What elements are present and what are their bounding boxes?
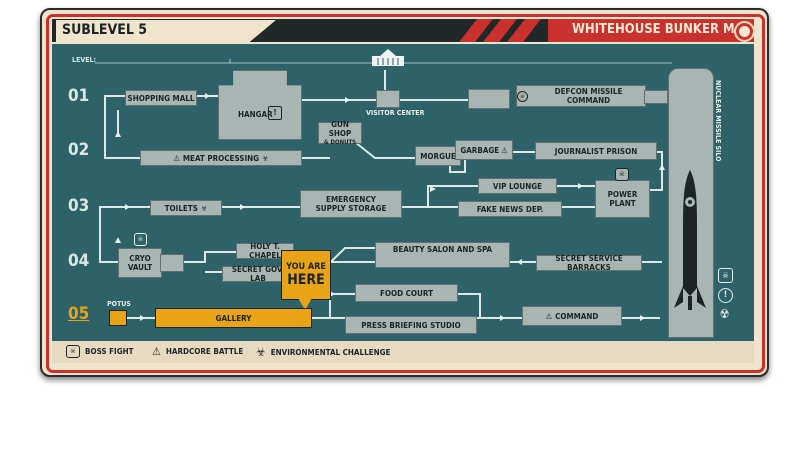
you-are-here-line2: HERE <box>287 272 325 288</box>
nuclear-missile-icon <box>674 170 706 310</box>
potus-label: POTUS <box>107 300 131 308</box>
visitor-center-box[interactable] <box>376 90 400 108</box>
gun-shop-label: GUN SHOP <box>328 119 352 138</box>
corridor <box>104 95 125 152</box>
room-gallery[interactable]: GALLERY <box>155 308 312 328</box>
defcon-annex <box>644 90 668 104</box>
room-meat-processing[interactable]: ⚠MEAT PROCESSING☣ <box>140 150 302 166</box>
level-01[interactable]: 01 <box>68 86 90 106</box>
biohazard-icon: ☣ <box>256 345 266 359</box>
room-fake-news[interactable]: FAKE NEWS DEP. <box>458 201 562 217</box>
room-toilets[interactable]: TOILETS☣ <box>150 200 222 216</box>
room-beauty-salon[interactable]: BEAUTY SALON AND SPA <box>375 242 510 268</box>
hardcore-icon: ⚠ <box>173 153 180 163</box>
emergency-label: EMERGENCY <box>326 195 376 204</box>
hardcore-icon: ⚠ <box>545 311 553 321</box>
corridor <box>99 206 150 232</box>
cryo-annex <box>160 254 184 272</box>
level-05-current[interactable]: 05 <box>68 304 90 324</box>
hardcore-icon: ⚠ <box>152 345 161 358</box>
corridor <box>449 158 466 173</box>
legend-environment: ☣ ENVIRONMENTAL CHALLENGE <box>256 345 390 359</box>
garbage-label: GARBAGE <box>460 145 500 155</box>
presidential-seal-icon <box>734 21 755 42</box>
corridor <box>349 137 415 159</box>
corridor <box>182 251 236 263</box>
legend-hardcore-label: HARDCORE BATTLE <box>165 347 244 356</box>
cryo-label: CRYO <box>129 254 151 263</box>
visitor-center-label: VISITOR CENTER <box>366 109 425 117</box>
legend-boss-label: BOSS FIGHT <box>85 347 134 356</box>
biohazard-icon: ☣ <box>200 203 208 213</box>
room-corridor-block[interactable] <box>468 89 510 109</box>
room-food-court[interactable]: FOOD COURT <box>355 284 458 302</box>
corridor <box>456 293 481 319</box>
elevator-shaft <box>384 70 386 90</box>
corridor <box>300 88 386 101</box>
boss-icon: ☠ <box>517 90 528 102</box>
legend-bar <box>52 341 754 363</box>
corridor <box>99 232 118 263</box>
you-are-here-marker: YOU ARE HERE <box>281 250 331 300</box>
room-potus[interactable] <box>109 310 127 326</box>
room-secret-service-barracks[interactable]: SECRET SERVICE BARRACKS <box>536 254 642 272</box>
sublevel-title: SUBLEVEL 5 <box>62 22 148 38</box>
hangar-label: HANGAR <box>238 110 273 119</box>
command-label: COMMAND <box>555 311 599 321</box>
hardcore-icon: ! <box>718 288 733 303</box>
meat-processing-label: MEAT PROCESSING <box>182 153 260 163</box>
room-journalist-prison[interactable]: JOURNALIST PRISON <box>535 142 657 160</box>
level-03[interactable]: 03 <box>68 196 90 216</box>
room-press-briefing[interactable]: PRESS BRIEFING STUDIO <box>345 316 477 334</box>
defcon-label: DEFCON MISSILE COMMAND <box>554 87 623 105</box>
corridor <box>310 293 355 319</box>
boss-icon: ☠ <box>615 168 629 181</box>
nuclear-silo-label: NUCLEAR MISSILE SILO <box>714 80 722 162</box>
level-04[interactable]: 04 <box>68 251 90 271</box>
corridor <box>648 151 663 191</box>
boss-icon: ☠ <box>66 345 80 358</box>
legend-hardcore: ⚠ HARDCORE BATTLE <box>152 345 243 358</box>
corridor <box>104 152 140 159</box>
map-frame <box>46 14 765 373</box>
sublevel-tab <box>56 20 276 42</box>
power-label: POWER <box>607 190 638 199</box>
power-sub: PLANT <box>609 199 636 208</box>
header-red-block <box>548 19 754 42</box>
level-label: LEVEL: <box>72 56 97 64</box>
white-house-icon <box>372 49 404 66</box>
boss-icon: ☠ <box>134 233 147 246</box>
cryo-sub: VAULT <box>127 263 153 272</box>
toilets-label: TOILETS <box>164 203 198 213</box>
legend-environment-label: ENVIRONMENTAL CHALLENGE <box>270 347 391 357</box>
map-title: WHITEHOUSE BUNKER MAP <box>572 22 753 37</box>
marker-pointer <box>298 298 312 310</box>
level-02[interactable]: 02 <box>68 140 90 160</box>
room-vip-lounge[interactable]: VIP LOUNGE <box>478 178 557 194</box>
room-gun-shop[interactable]: GUN SHOP& DONUTS <box>318 119 362 146</box>
emergency-sub: SUPPLY STORAGE <box>315 204 387 213</box>
hardcore-icon: ⚠ <box>501 145 508 155</box>
gun-shop-sub: & DONUTS <box>323 138 357 146</box>
hardcore-icon: ! <box>268 106 282 120</box>
legend-boss: ☠ BOSS FIGHT <box>66 345 134 358</box>
room-command[interactable]: ⚠COMMAND <box>522 306 622 326</box>
room-garbage[interactable]: GARBAGE⚠ <box>455 140 513 160</box>
room-shopping-mall[interactable]: SHOPPING MALL <box>125 90 197 106</box>
biohazard-icon: ☣ <box>262 153 269 163</box>
boss-icon: ☠ <box>718 268 733 283</box>
room-defcon-missile-command[interactable]: ☠ DEFCON MISSILE COMMAND <box>516 85 646 107</box>
you-are-here-line1: YOU ARE <box>286 262 326 272</box>
radiation-icon: ☢ <box>719 307 730 321</box>
